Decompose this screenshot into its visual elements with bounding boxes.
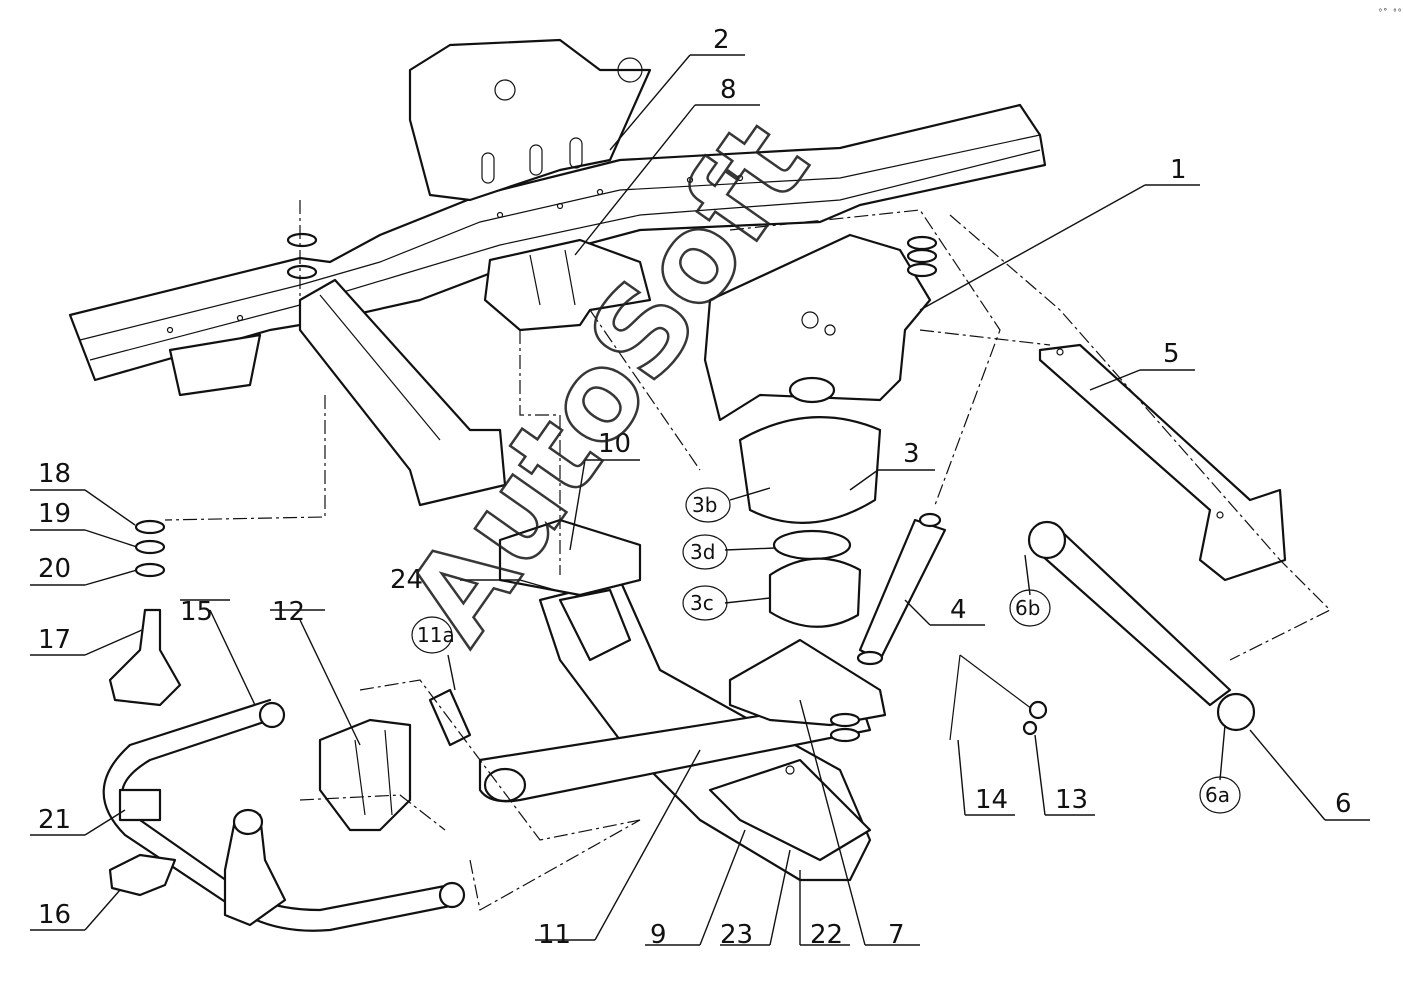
- label-12: 12: [272, 597, 305, 627]
- shock-absorber-4: [856, 512, 947, 666]
- label-3d: 3d: [690, 540, 715, 564]
- label-2: 2: [713, 25, 730, 55]
- label-20: 20: [38, 554, 71, 584]
- circled-labels: 3b 3d 3c 11a 6b 6a: [411, 487, 1241, 814]
- label-3: 3: [903, 439, 920, 469]
- washer-stack-upper: [906, 235, 938, 278]
- label-10: 10: [598, 429, 631, 459]
- link-17: [108, 608, 182, 707]
- label-19: 19: [38, 499, 71, 529]
- levelling-valve-13: [949, 654, 1048, 741]
- trailing-arm-11: [478, 698, 872, 803]
- label-6b: 6b: [1015, 596, 1040, 620]
- label-24: 24: [390, 565, 423, 595]
- stabiliser-bar-15: [102, 698, 466, 932]
- spring-seat-7: [728, 638, 887, 743]
- leader-lines: [30, 54, 1370, 946]
- bracket-plate-5: [1038, 343, 1287, 582]
- label-6a: 6a: [1205, 783, 1230, 807]
- label-9: 9: [650, 920, 667, 950]
- bush-11a: [428, 688, 472, 747]
- cross-member: [168, 278, 507, 507]
- corner-mark: ⁰° ⁰⁰⁰: [1378, 7, 1403, 16]
- label-18: 18: [38, 459, 71, 489]
- label-11: 11: [538, 920, 571, 950]
- label-3b: 3b: [692, 493, 717, 517]
- washer-stack-left: [286, 232, 318, 280]
- centrelines: [164, 200, 1332, 911]
- stabiliser-link: [223, 808, 287, 927]
- label-16: 16: [38, 900, 71, 930]
- label-21: 21: [38, 805, 71, 835]
- part-labels: 2 8 1 5 3 10 18 19 20 24 4 15 12 17 6 14…: [38, 25, 1352, 950]
- label-23: 23: [720, 920, 753, 950]
- bracket-12: [318, 718, 412, 832]
- label-6: 6: [1335, 789, 1352, 819]
- label-3c: 3c: [690, 591, 714, 615]
- label-5: 5: [1163, 339, 1180, 369]
- label-1: 1: [1170, 155, 1187, 185]
- label-4: 4: [950, 595, 967, 625]
- label-13: 13: [1055, 785, 1088, 815]
- pad-10: [498, 518, 642, 662]
- upper-bracket-2: [408, 38, 652, 202]
- label-11a: 11a: [417, 623, 455, 647]
- air-spring-3: [738, 376, 882, 628]
- clamp-16: [108, 853, 177, 897]
- label-15: 15: [180, 597, 213, 627]
- label-17: 17: [38, 625, 71, 655]
- washers-18-19-20: [134, 519, 166, 578]
- label-7: 7: [888, 920, 905, 950]
- label-14: 14: [975, 785, 1008, 815]
- label-8: 8: [720, 75, 737, 105]
- rod-6: [1027, 520, 1256, 732]
- spring-upper-mount-1: [703, 233, 932, 422]
- label-22: 22: [810, 920, 843, 950]
